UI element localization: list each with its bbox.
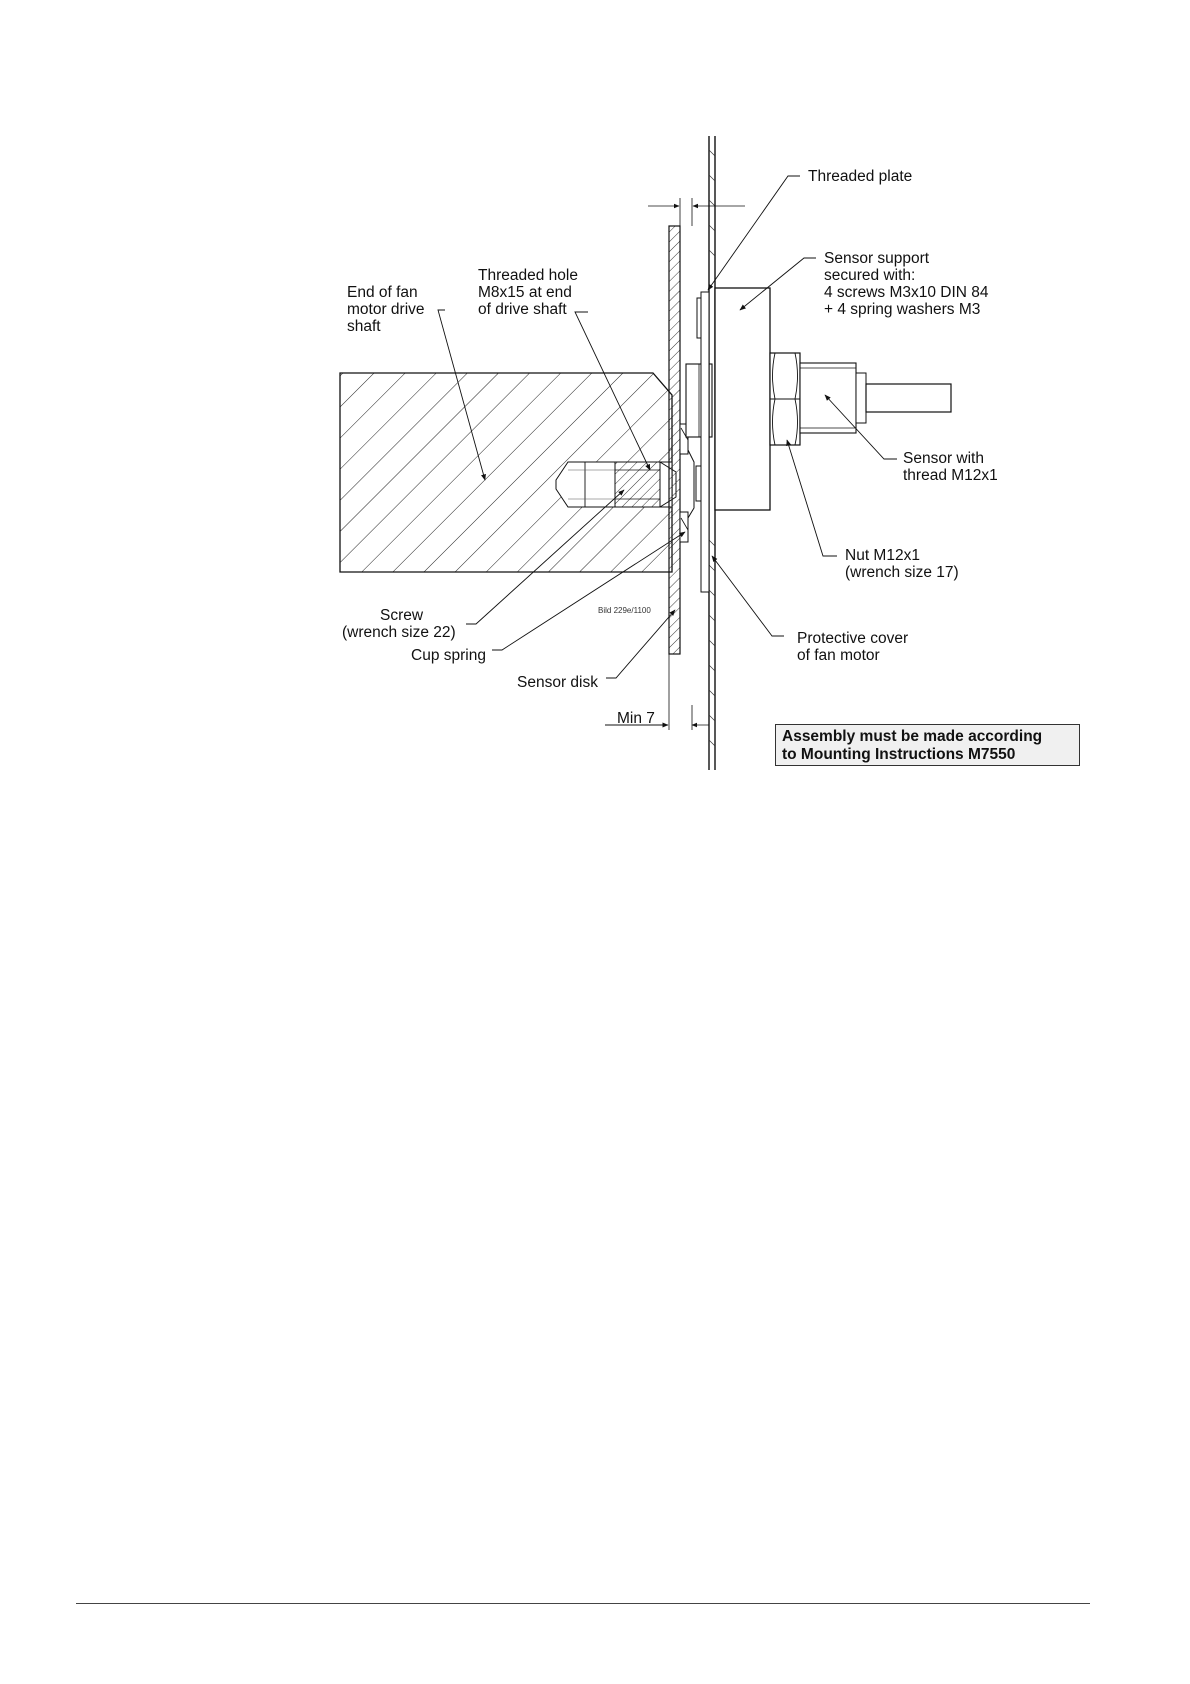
threaded-plate <box>700 291 710 593</box>
label-threaded-hole: Threaded hole M8x15 at end of drive shaf… <box>478 267 582 318</box>
protective-cover <box>708 136 716 770</box>
label-min-dimension: Min 7 <box>617 710 655 727</box>
sensor-support-block <box>714 287 771 511</box>
sensor <box>799 362 952 434</box>
dimension-min <box>605 654 709 730</box>
sensor-disk <box>668 225 695 655</box>
label-sensor-disk: Sensor disk <box>517 674 598 691</box>
label-protective-cover: Protective cover of fan motor <box>797 630 912 664</box>
assembly-note: Assembly must be made according to Mount… <box>775 724 1080 766</box>
label-threaded-plate: Threaded plate <box>808 168 912 185</box>
dimension-top <box>648 198 745 226</box>
footer-rule <box>76 1603 1090 1604</box>
label-sensor-support: Sensor support secured with: 4 screws M3… <box>824 250 993 318</box>
screw <box>614 461 677 508</box>
label-end-of-shaft: End of fan motor drive shaft <box>347 284 429 335</box>
label-nut: Nut M12x1 (wrench size 17) <box>845 547 959 581</box>
label-sensor-with-thread: Sensor with thread M12x1 <box>903 450 998 484</box>
leader-lines <box>437 175 897 679</box>
drawing-reference: Bild 229e/1100 <box>598 606 651 615</box>
assembly-note-line-2: to Mounting Instructions M7550 <box>782 746 1016 763</box>
label-cup-spring: Cup spring <box>411 647 486 664</box>
assembly-note-line-1: Assembly must be made according <box>782 728 1043 745</box>
label-screw: Screw (wrench size 22) <box>342 607 456 641</box>
nut <box>769 352 801 446</box>
